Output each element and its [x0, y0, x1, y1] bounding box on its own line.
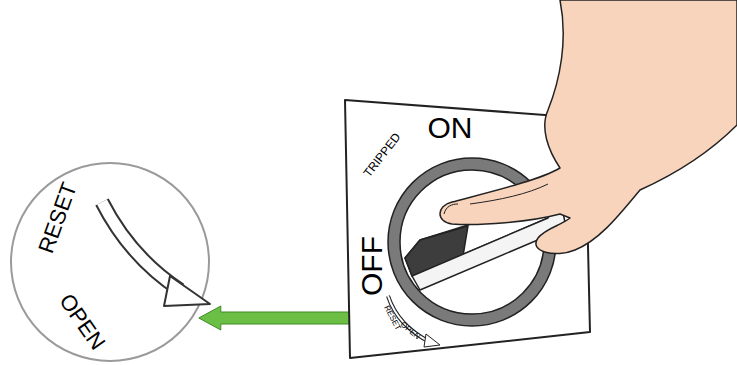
dial-label: OFF — [357, 236, 387, 296]
dial-label: ON — [428, 113, 473, 143]
magnified-circle-outline — [10, 162, 210, 362]
pointer-arrow — [199, 306, 354, 330]
switch-plate: ONTRIPPEDOFFRESETOPEN — [340, 95, 595, 360]
magnified-circle: RESETOPEN — [10, 162, 210, 362]
